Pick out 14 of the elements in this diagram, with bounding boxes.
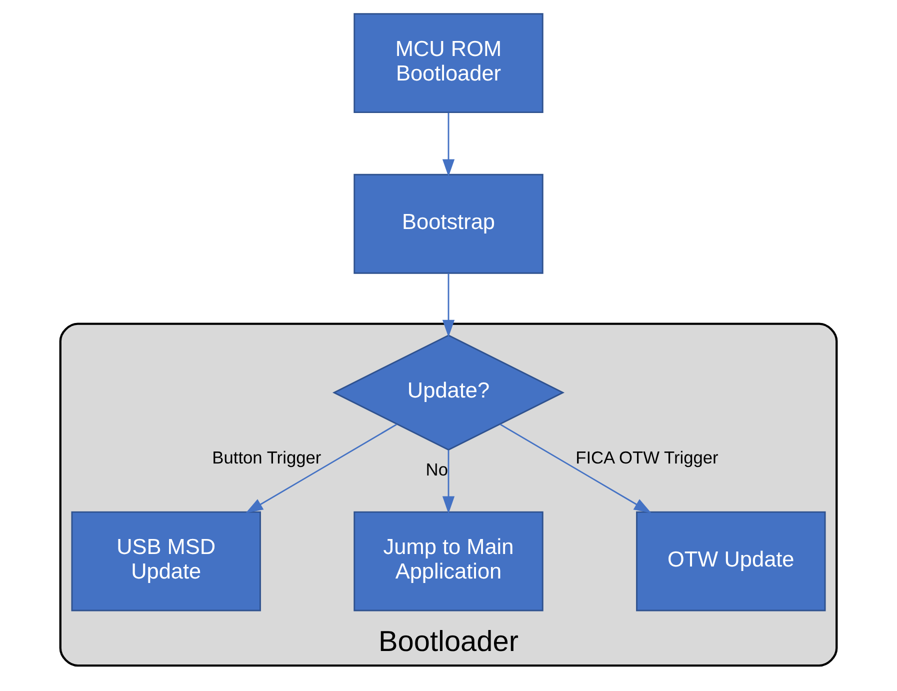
edge-label: FICA OTW Trigger [576, 448, 718, 468]
arrow [442, 112, 455, 177]
arrow [500, 424, 652, 514]
node-box: MCU ROM Bootloader [354, 13, 544, 114]
node-box: Jump to Main Application [354, 511, 544, 612]
node-diamond: Update? [332, 334, 565, 451]
arrow [246, 424, 398, 514]
node-box: Bootstrap [354, 174, 544, 274]
edge-label: No [426, 460, 448, 480]
arrow [442, 450, 455, 514]
arrow [442, 273, 455, 338]
edge-label: Button Trigger [212, 448, 322, 468]
node-box: USB MSD Update [71, 511, 261, 612]
node-box: OTW Update [636, 511, 826, 612]
